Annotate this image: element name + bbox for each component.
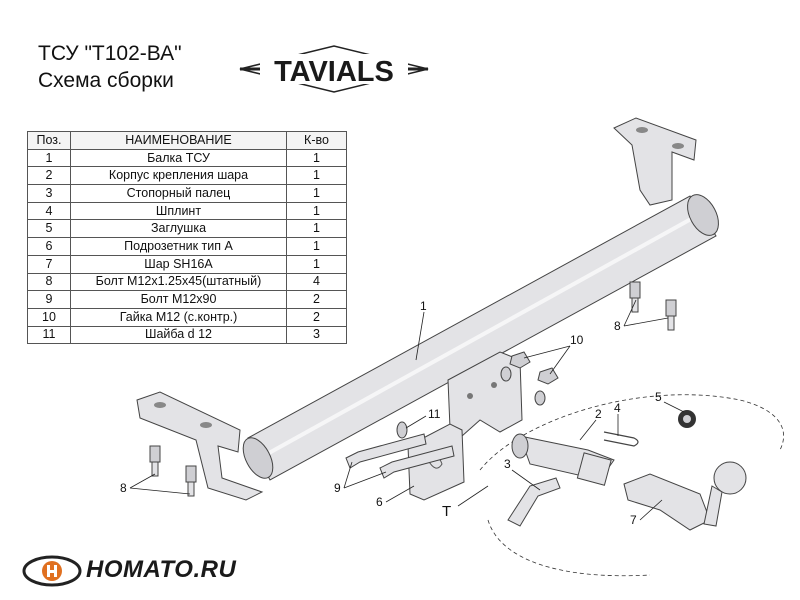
- diagram-title: ТСУ "Т102-ВА" Схема сборки: [38, 40, 182, 94]
- locking-pin: [507, 477, 561, 527]
- standard-bolts-left: [149, 445, 197, 497]
- callout-9: 9: [334, 481, 341, 495]
- homato-logo-mark: [22, 555, 82, 587]
- callout-4: 4: [614, 401, 621, 415]
- callout-6: 6: [376, 495, 383, 509]
- callout-2: 2: [595, 407, 602, 421]
- detail-boundary: [479, 394, 784, 471]
- right-bracket: [613, 117, 697, 206]
- tavials-logo: TAVIALS: [239, 45, 429, 93]
- title-line-2: Схема сборки: [38, 69, 174, 92]
- long-bolts: [345, 421, 455, 479]
- cell-name: Болт М12х1.25х45(штатный): [70, 272, 287, 292]
- callout-8-right: 8: [614, 319, 621, 333]
- nuts: [500, 351, 559, 406]
- header-position: Поз.: [27, 131, 71, 150]
- callout-10: 10: [570, 333, 584, 347]
- cell-name: Заглушка: [70, 219, 287, 239]
- callout-8-left: 8: [120, 481, 127, 495]
- cell-quantity: 3: [286, 325, 347, 345]
- callout-7: 7: [630, 513, 637, 527]
- tow-ball: [623, 461, 747, 531]
- plug: [678, 410, 696, 428]
- cell-name: Балка ТСУ: [70, 148, 287, 168]
- left-bracket: [136, 391, 264, 501]
- header-quantity: К-во: [286, 131, 347, 150]
- logo-text: TAVIALS: [274, 56, 394, 88]
- ball-housing: [511, 433, 615, 486]
- cell-name: Гайка М12 (с.контр.): [70, 307, 287, 327]
- callout-11: 11: [428, 407, 441, 421]
- cell-name: Шайба d 12: [70, 325, 287, 345]
- homato-watermark-text: HOMATO.RU: [86, 556, 237, 583]
- callout-5: 5: [655, 390, 662, 404]
- split-pin: [603, 431, 639, 447]
- title-line-1: ТСУ "Т102-ВА": [38, 42, 182, 65]
- tow-beam: [242, 194, 719, 481]
- standard-bolts-right: [629, 281, 677, 331]
- callout-1: 1: [420, 299, 427, 313]
- callout-T: T: [442, 503, 451, 520]
- callout-3: 3: [504, 457, 511, 471]
